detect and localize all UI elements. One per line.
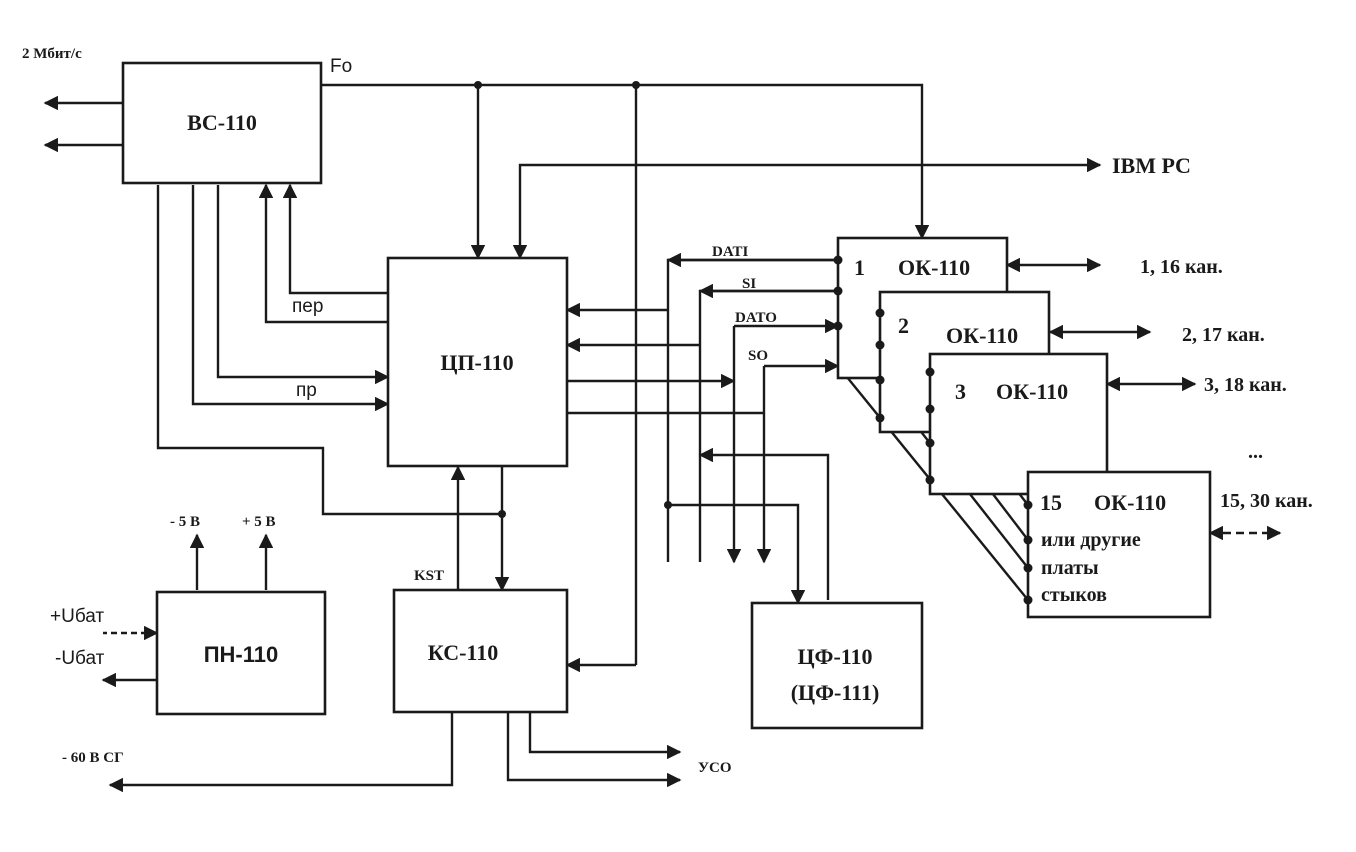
si-label: SI xyxy=(742,276,756,292)
bs-110-label: ВС-110 xyxy=(187,110,257,135)
cf-110-label: ЦФ-110 xyxy=(797,644,872,669)
dato-label: DATO xyxy=(735,310,777,326)
bus-junction-dots xyxy=(474,81,1033,605)
block-cf-110: ЦФ-110 (ЦФ-111) xyxy=(750,601,924,730)
fo-label: Fo xyxy=(330,56,352,77)
minus5-label: - 5 В xyxy=(170,514,200,530)
channel-label-15: 15, 30 кан. xyxy=(1220,490,1313,512)
dati-label: DATI xyxy=(712,244,749,260)
ks-110-label: КС-110 xyxy=(428,640,498,665)
cp-110-label: ЦП-110 xyxy=(440,350,513,375)
ibm-pc-label: IBM PC xyxy=(1112,153,1191,178)
rate-label: 2 Мбит/с xyxy=(22,46,82,62)
ellipsis-label: ... xyxy=(1248,441,1263,463)
block-ok-110-15: 15 ОК-110 или другие платы стыков xyxy=(1026,470,1212,619)
kst-label: KST xyxy=(414,568,444,584)
pn-110-label: ПН-110 xyxy=(204,642,279,667)
block-pn-110: ПН-110 xyxy=(155,590,327,716)
ubat-plus-label: +Uбат xyxy=(50,606,104,627)
ok-number-3: 3 xyxy=(955,379,966,404)
block-cp-110: ЦП-110 xyxy=(386,256,569,468)
uso-label: УСО xyxy=(698,760,732,776)
block-ok-110-3: 3 ОК-110 xyxy=(928,352,1109,496)
ok-number-1: 1 xyxy=(854,255,865,280)
ok-number-15: 15 xyxy=(1040,490,1062,515)
channel-label-1: 1, 16 кан. xyxy=(1140,256,1223,278)
ok-alt-line2: платы xyxy=(1041,557,1099,579)
pr-label: пр xyxy=(296,380,317,401)
ok-alt-line1: или другие xyxy=(1041,529,1141,551)
ubat-minus-label: -Uбат xyxy=(55,648,105,669)
block-bs-110: ВС-110 xyxy=(121,61,323,185)
ok-110-label-1: ОК-110 xyxy=(898,255,970,280)
ok-110-label-3: ОК-110 xyxy=(996,379,1068,404)
ok-alt-line3: стыков xyxy=(1041,584,1107,606)
ok-110-label-15: ОК-110 xyxy=(1094,490,1166,515)
channel-label-2: 2, 17 кан. xyxy=(1182,324,1265,346)
ok-110-label-2: ОК-110 xyxy=(946,323,1018,348)
sg-label: - 60 В СГ xyxy=(62,750,124,766)
channel-label-3: 3, 18 кан. xyxy=(1204,374,1287,396)
ok-number-2: 2 xyxy=(898,313,909,338)
signal-labels: 2 Мбит/с Fo IBM PC пер пр KST DATI SI DA… xyxy=(22,46,1313,776)
cf-111-label: (ЦФ-111) xyxy=(791,680,880,705)
so-label: SO xyxy=(748,348,768,364)
plus5-label: + 5 В xyxy=(242,514,276,530)
per-label: пер xyxy=(292,296,323,317)
block-ks-110: КС-110 xyxy=(392,588,569,714)
